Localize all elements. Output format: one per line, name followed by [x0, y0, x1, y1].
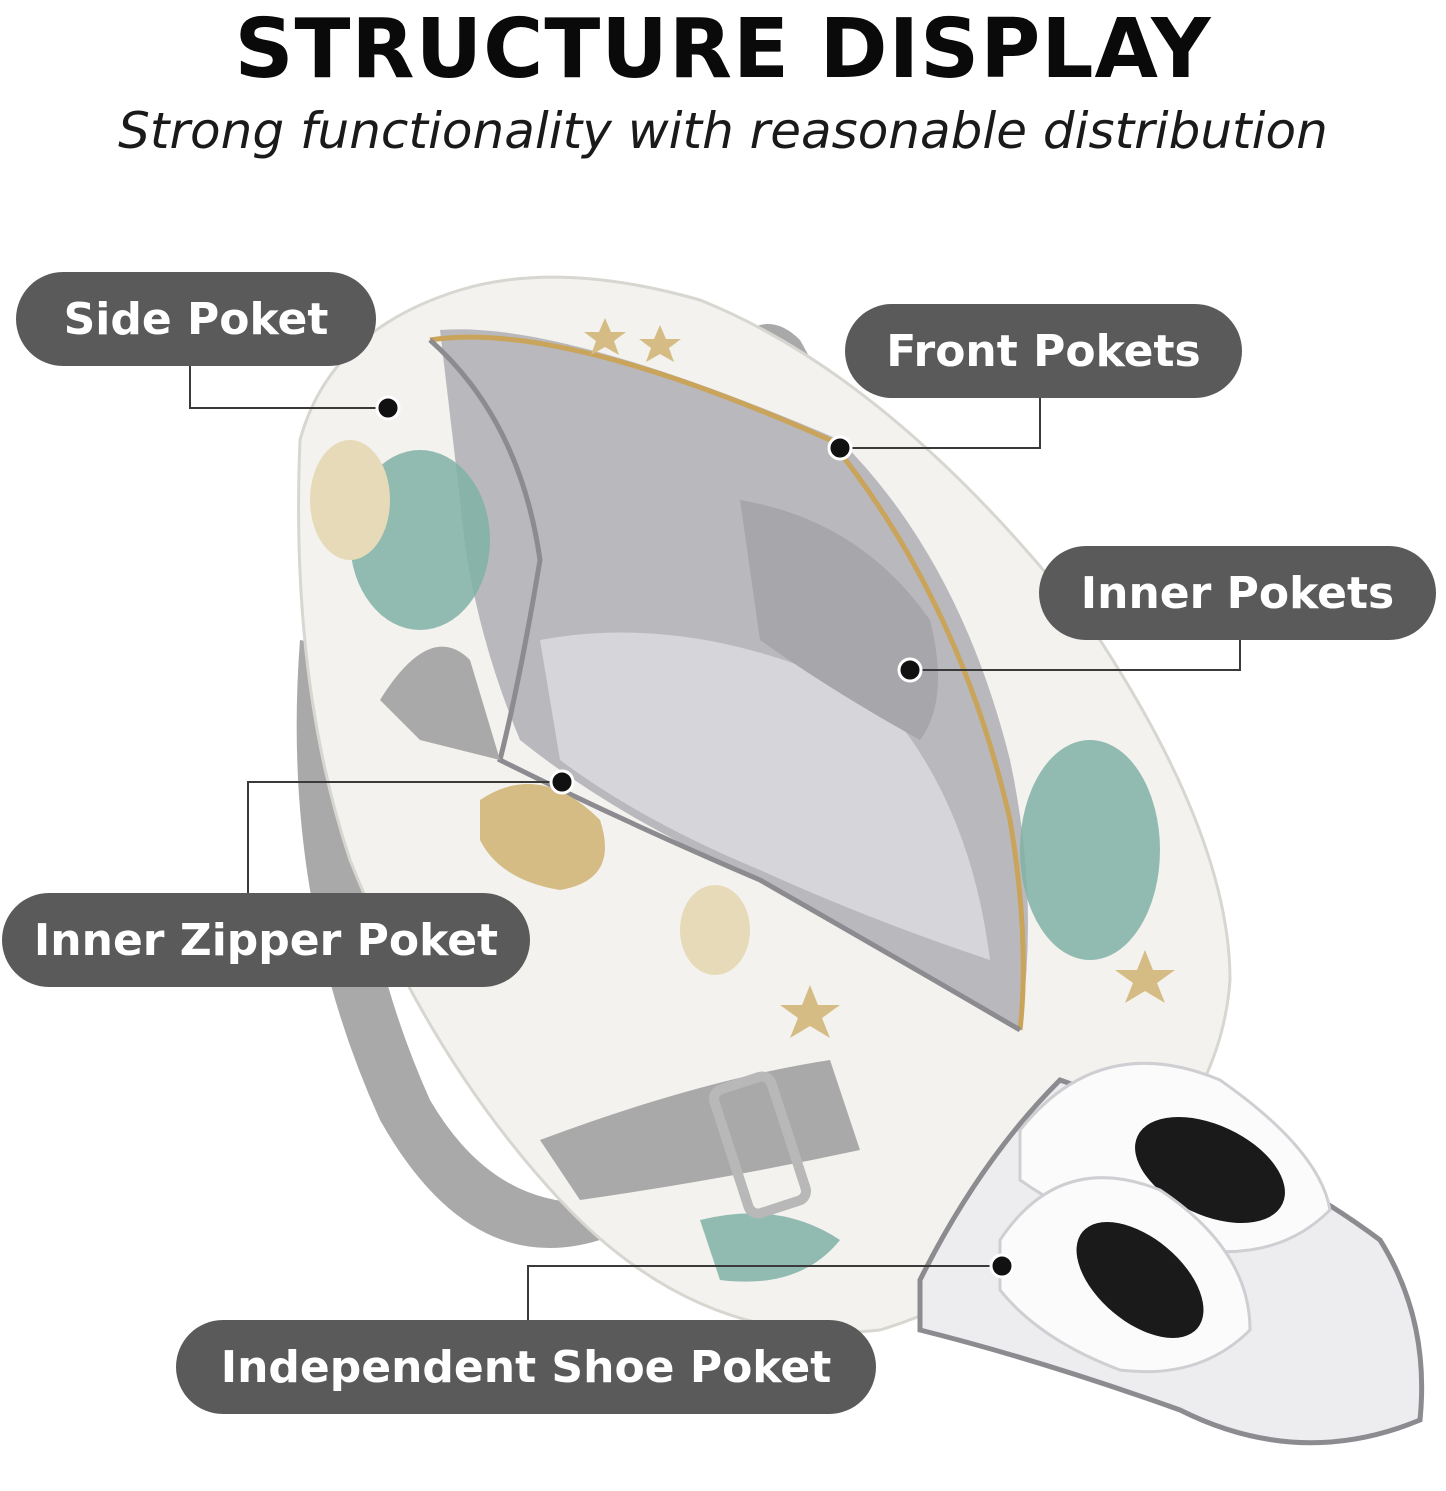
dragon-print-4	[700, 1213, 840, 1282]
callout-front-pokets: Front Pokets	[845, 304, 1242, 398]
page-title: STRUCTURE DISPLAY	[234, 2, 1212, 97]
callout-side-poket: Side Poket	[16, 272, 376, 366]
callout-independent-shoe-poket: Independent Shoe Poket	[176, 1320, 876, 1414]
zipper-edge-front	[429, 334, 1026, 1031]
star-print-4	[639, 325, 681, 362]
star-print-1	[780, 985, 840, 1038]
shoulder-strap	[296, 640, 620, 1248]
sneaker-2-opening	[1076, 1222, 1204, 1338]
page-subtitle: Strong functionality with reasonable dis…	[118, 102, 1328, 160]
zipper-edge-back	[428, 338, 1022, 1033]
inner-pocket-panel	[740, 500, 938, 740]
star-print-2	[1115, 950, 1175, 1003]
dragon-print-2	[1020, 740, 1160, 960]
callout-inner-pokets: Inner Pokets	[1039, 546, 1436, 640]
sneaker-1-opening	[1135, 1117, 1285, 1223]
star-print-3	[584, 318, 626, 355]
strap-buckle	[708, 1071, 812, 1219]
top-handle-front	[380, 646, 500, 760]
callout-inner-zipper-poket: Inner Zipper Poket	[2, 893, 530, 987]
egg-print-2	[680, 885, 750, 975]
egg-print-1	[310, 440, 390, 560]
